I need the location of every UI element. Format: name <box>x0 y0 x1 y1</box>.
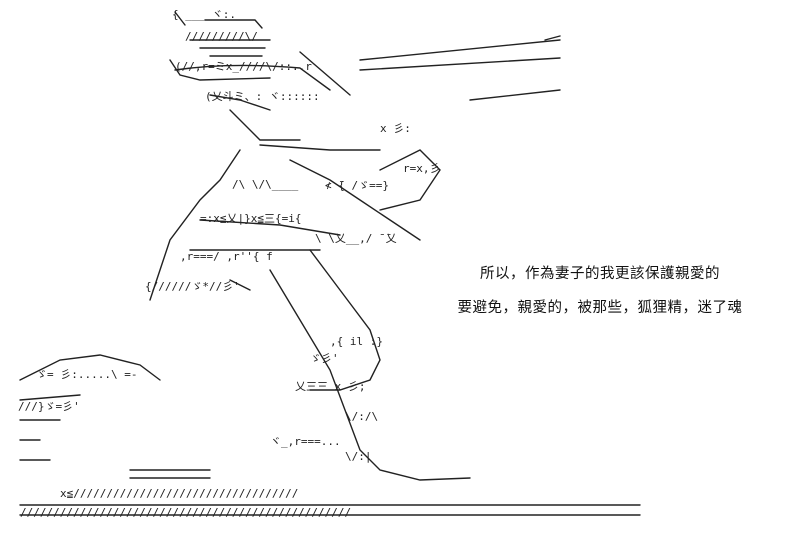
leg-front <box>269 269 471 481</box>
svg-text:\ \乂__,/ ̄ ̄乂: \ \乂__,/ ̄ ̄乂 <box>315 232 397 245</box>
hat-brim <box>174 51 351 96</box>
torso <box>189 219 341 291</box>
ground-hatch <box>19 469 641 516</box>
arm <box>149 149 421 301</box>
svg-text:=:x≦乂|}x≦三{=i{: =:x≦乂|}x≦三{=i{ <box>200 212 301 225</box>
svg-text:\/:/\: \/:/\ <box>345 410 378 423</box>
svg-text:{ ____ヾ:._: { ____ヾ:._ <box>172 8 243 21</box>
face <box>209 94 381 151</box>
svg-text:r=x,彡: r=x,彡 <box>403 162 441 175</box>
rifle-barrel <box>359 35 561 101</box>
svg-text://////////////////////////////: ////////////////////////////////////////… <box>20 506 351 519</box>
svg-text:(//,r=ミx_////\/::..r: (//,r=ミx_////\/::..r <box>175 60 312 73</box>
svg-text:///}ゞ=彡': ///}ゞ=彡' <box>18 400 80 413</box>
caption-line-1: 所以，作為妻子的我更該保護親愛的 <box>480 266 720 282</box>
svg-text:ゞ= 彡:.....\ =-: ゞ= 彡:.....\ =- <box>36 368 137 381</box>
svg-text:/\ \/\____: /\ \/\____ <box>232 178 299 191</box>
hat-outline <box>169 11 271 81</box>
svg-text:(乂斗ミ、: ヾ::::::: (乂斗ミ、: ヾ:::::: <box>205 90 320 103</box>
svg-text:x 彡:: x 彡: <box>380 122 411 135</box>
leg-back <box>309 249 381 391</box>
svg-text:,{ il :}: ,{ il :} <box>330 335 383 348</box>
svg-text:乂三三 x 彡;: 乂三三 x 彡; <box>295 380 366 393</box>
svg-text://///////\/: /////////\/ <box>185 30 258 43</box>
svg-text:≮ ̄{ /ゞ==}: ≮ ̄{ /ゞ==} <box>325 179 389 192</box>
ribbon <box>379 149 441 211</box>
svg-text:\/:|: \/:| <box>345 450 372 463</box>
svg-text:,r===/ ,r''{ f: ,r===/ ,r''{ f <box>180 250 273 263</box>
svg-text:ヾ_,r===...: ヾ_,r===... <box>270 435 341 448</box>
svg-text:x≦////////////////////////////: x≦////////////////////////////////// <box>60 487 298 500</box>
svg-text:ゞ彡': ゞ彡' <box>310 352 339 365</box>
caption-line-2: 要避免，親愛的，被那些，狐狸精，迷了魂 <box>457 300 743 316</box>
rock-left <box>19 354 161 461</box>
svg-text:{//////ゞ*//彡': {//////ゞ*//彡' <box>145 280 240 293</box>
